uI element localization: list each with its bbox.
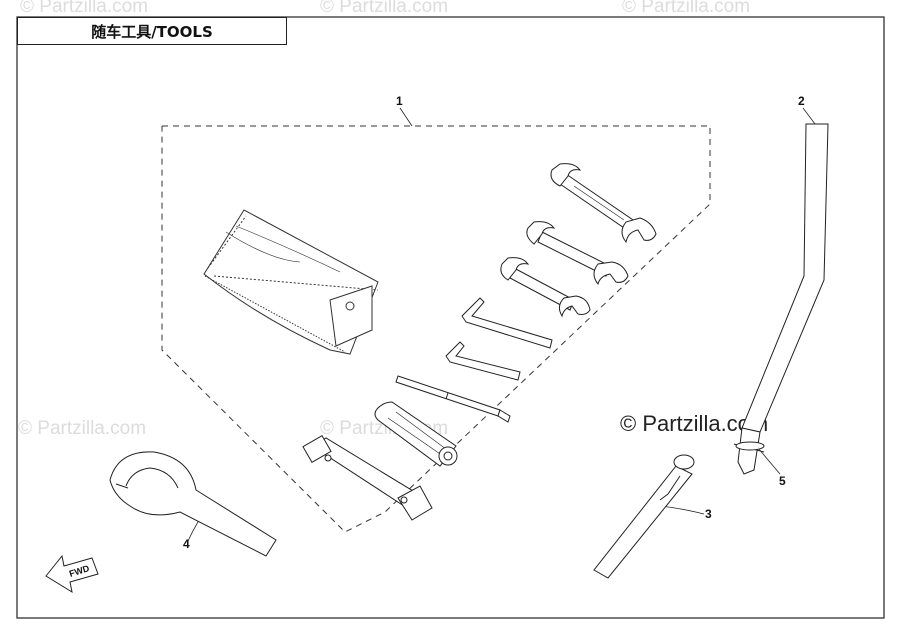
callout-2[interactable]: 2: [798, 94, 805, 108]
callout-3[interactable]: 3: [705, 507, 712, 521]
leader-3: [659, 505, 705, 515]
watermark-top-center: © Partzilla.com: [320, 0, 449, 17]
pin-icon: [735, 441, 765, 451]
leader-2: [802, 107, 816, 125]
leader-lines: [187, 107, 816, 542]
hex-key-small-icon: [445, 341, 521, 381]
hex-key-large-icon: [461, 297, 553, 349]
watermark-top-right: © Partzilla.com: [622, 0, 751, 17]
callout-4[interactable]: 4: [183, 537, 190, 551]
tool-bag-icon: [203, 209, 379, 355]
callout-1[interactable]: 1: [396, 94, 403, 108]
wrench-medium-icon: [526, 221, 629, 286]
screwdriver-handle-icon: [374, 401, 458, 467]
watermark-top-left: © Partzilla.com: [20, 0, 149, 17]
diagram-frame: [16, 16, 885, 619]
wrench-large-icon: [550, 163, 657, 244]
callout-5[interactable]: 5: [779, 474, 786, 488]
socket-wrench-icon: [302, 435, 433, 521]
extension-handle-icon: [733, 123, 829, 475]
hook-spanner-icon: [109, 451, 277, 557]
leader-5: [757, 447, 781, 475]
page-title: 随车工具/TOOLS: [17, 17, 287, 45]
fwd-arrow-icon: [45, 554, 99, 594]
tube-icon: [593, 454, 695, 579]
screwdriver-bit-icon: [395, 375, 511, 423]
watermark-mid-left: © Partzilla.com: [18, 418, 147, 439]
leader-1: [399, 107, 413, 127]
wrench-small-icon: [500, 257, 591, 318]
kit-boundary-dashed: [161, 125, 711, 533]
